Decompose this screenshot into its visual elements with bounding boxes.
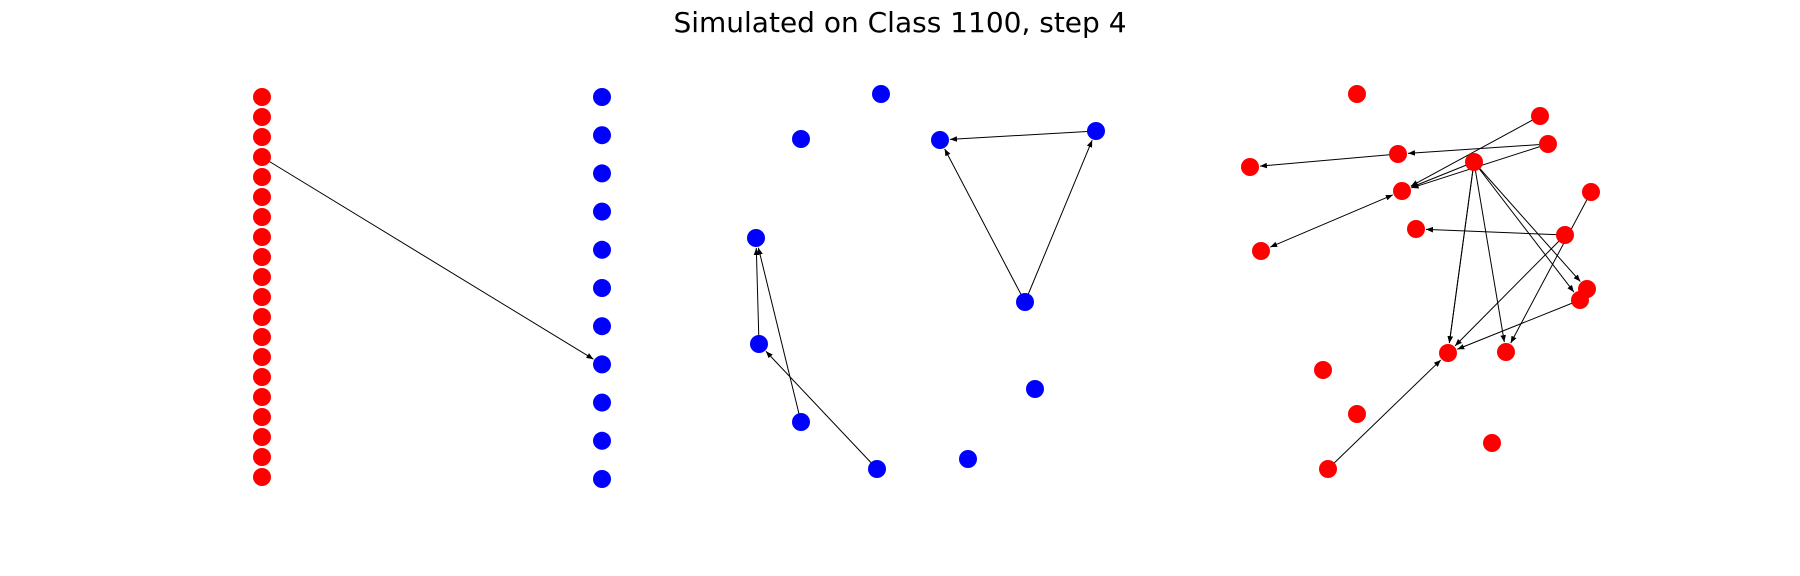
red-graph-node [1393, 182, 1411, 200]
red-graph-node [1465, 153, 1483, 171]
right-column-node [593, 317, 611, 336]
left-column-node [253, 188, 271, 206]
red-graph-node [1497, 343, 1515, 361]
red-graph-edge [1327, 359, 1442, 470]
red-graph-edge [1473, 161, 1575, 293]
red-graph-edge [1407, 143, 1549, 156]
red-graph-node [1319, 460, 1337, 478]
left-column-node [253, 348, 271, 366]
right-column-node [593, 126, 611, 145]
red-graph-edge [1425, 226, 1566, 236]
figure-title: Simulated on Class 1100, step 4 [673, 6, 1127, 39]
blue-graph-edge [765, 350, 878, 470]
bipartite-edge [261, 156, 594, 360]
left-column-node [253, 428, 271, 446]
red-graph-node [1582, 183, 1600, 201]
red-graph-edge [1473, 161, 1581, 282]
left-column-node [253, 128, 271, 146]
red-graph-node [1439, 344, 1457, 362]
blue-graph-node [868, 460, 886, 478]
blue-graph-node [959, 450, 977, 468]
red-graph-node [1407, 220, 1425, 238]
red-graph-edge [1510, 191, 1592, 344]
left-column-node [253, 88, 271, 106]
red-graph-edge [1473, 161, 1506, 343]
right-column-node [593, 240, 611, 259]
left-column-node [253, 108, 271, 126]
blue-graph-edge [753, 247, 760, 345]
right-column-node [593, 431, 611, 450]
blue-graph-node [1087, 122, 1105, 140]
left-column-node [253, 408, 271, 426]
blue-graph-node [872, 85, 890, 103]
left-column-node [253, 328, 271, 346]
edges-layer [261, 115, 1592, 470]
red-graph-node [1252, 242, 1270, 260]
right-column-node [593, 88, 611, 106]
left-column-node [253, 168, 271, 186]
right-column-node [593, 470, 611, 488]
red-graph-node [1389, 145, 1407, 163]
red-graph-node [1556, 226, 1574, 244]
blue-graph-edge [944, 148, 1026, 303]
blue-graph-node [792, 413, 810, 431]
red-graph-node [1348, 405, 1366, 423]
blue-graph-node [747, 229, 765, 247]
left-column-node [253, 268, 271, 286]
red-graph-edge [1454, 234, 1566, 347]
red-graph-edge [1270, 194, 1393, 248]
red-graph-node [1571, 291, 1589, 309]
blue-graph-edge [949, 130, 1097, 142]
blue-graph-node [1016, 293, 1034, 311]
red-graph-node [1539, 135, 1557, 153]
right-column-node [593, 164, 611, 183]
blue-graph-node [750, 335, 768, 353]
left-column-node [253, 208, 271, 226]
blue-graph-node [792, 130, 810, 148]
red-graph-edge [1411, 161, 1475, 188]
left-column-node [253, 448, 271, 466]
right-column-node [593, 393, 611, 412]
blue-graph-node [931, 131, 949, 149]
left-column-node [253, 468, 271, 486]
red-graph-edge [1410, 115, 1541, 187]
right-column-node [593, 355, 611, 374]
red-graph-edge [1457, 299, 1581, 350]
nodes-layer [253, 85, 1600, 488]
left-column-node [253, 308, 271, 326]
red-graph-node [1348, 85, 1366, 103]
left-column-node [253, 228, 271, 246]
red-graph-node [1314, 361, 1332, 379]
red-graph-node [1241, 158, 1259, 176]
left-column-node [253, 368, 271, 386]
left-column-node [253, 288, 271, 306]
left-column-node [253, 148, 271, 166]
red-graph-node [1483, 434, 1501, 452]
left-column-node [253, 248, 271, 266]
right-column-node [593, 279, 611, 297]
blue-graph-node [1026, 380, 1044, 398]
right-column-node [593, 202, 611, 221]
blue-graph-edge [757, 247, 802, 423]
blue-graph-edge [1024, 140, 1093, 303]
red-graph-node [1531, 107, 1549, 125]
left-column-node [253, 388, 271, 406]
red-graph-edge [1447, 161, 1475, 344]
red-graph-edge [1259, 153, 1399, 169]
